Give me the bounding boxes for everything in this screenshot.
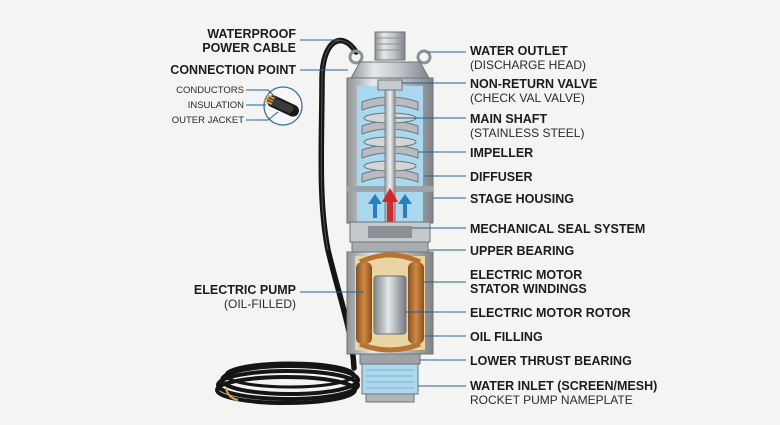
label-line: WATER INLET (SCREEN/MESH) [470, 379, 657, 393]
label-upper-bearing: UPPER BEARING [470, 244, 574, 258]
label-sub: (OIL-FILLED) [194, 297, 296, 311]
label-diffuser: DIFFUSER [470, 170, 533, 184]
label-main-shaft: MAIN SHAFT (STAINLESS STEEL) [470, 112, 584, 140]
stator-winding-right [408, 262, 424, 344]
label-stage-housing: STAGE HOUSING [470, 192, 574, 206]
label-water-inlet: WATER INLET (SCREEN/MESH) ROCKET PUMP NA… [470, 379, 657, 407]
label-sub: (DISCHARGE HEAD) [470, 58, 586, 72]
label-nameplate: ROCKET PUMP NAMEPLATE [470, 393, 657, 407]
label-non-return-valve: NON-RETURN VALVE (CHECK VAL VALVE) [470, 77, 597, 105]
stator-winding-left [356, 262, 372, 344]
label-outer-jacket: OUTER JACKET [172, 114, 244, 128]
label-lower-thrust-bearing: LOWER THRUST BEARING [470, 354, 632, 368]
label-oil-filling: OIL FILLING [470, 330, 543, 344]
label-line: POWER CABLE [202, 41, 296, 55]
label-line: STATOR WINDINGS [470, 282, 587, 296]
inlet-screen [362, 364, 418, 394]
label-line: ELECTRIC PUMP [194, 283, 296, 297]
label-conductors: CONDUCTORS [176, 84, 244, 98]
label-line: WATERPROOF [202, 27, 296, 41]
lower-bearing [360, 354, 420, 364]
label-motor-rotor: ELECTRIC MOTOR ROTOR [470, 306, 631, 320]
label-sub: (STAINLESS STEEL) [470, 126, 584, 140]
label-line: WATER OUTLET [470, 44, 586, 58]
cable-coil [217, 363, 358, 403]
label-electric-pump: ELECTRIC PUMP (OIL-FILLED) [194, 283, 296, 311]
label-water-outlet: WATER OUTLET (DISCHARGE HEAD) [470, 44, 586, 72]
label-mechanical-seal-system: MECHANICAL SEAL SYSTEM [470, 222, 645, 236]
label-waterproof-power-cable: WATERPROOF POWER CABLE [202, 27, 296, 55]
label-stator-windings: ELECTRIC MOTOR STATOR WINDINGS [470, 268, 587, 296]
discharge-head [350, 32, 430, 80]
label-connection-point: CONNECTION POINT [170, 63, 296, 77]
label-line: MAIN SHAFT [470, 112, 584, 126]
label-line: ELECTRIC MOTOR [470, 268, 587, 282]
label-line: NON-RETURN VALVE [470, 77, 597, 91]
label-insulation: INSULATION [188, 99, 244, 113]
motor-rotor [374, 276, 406, 334]
label-impeller: IMPELLER [470, 146, 533, 160]
label-sub: (CHECK VAL VALVE) [470, 91, 597, 105]
check-valve [378, 80, 402, 90]
